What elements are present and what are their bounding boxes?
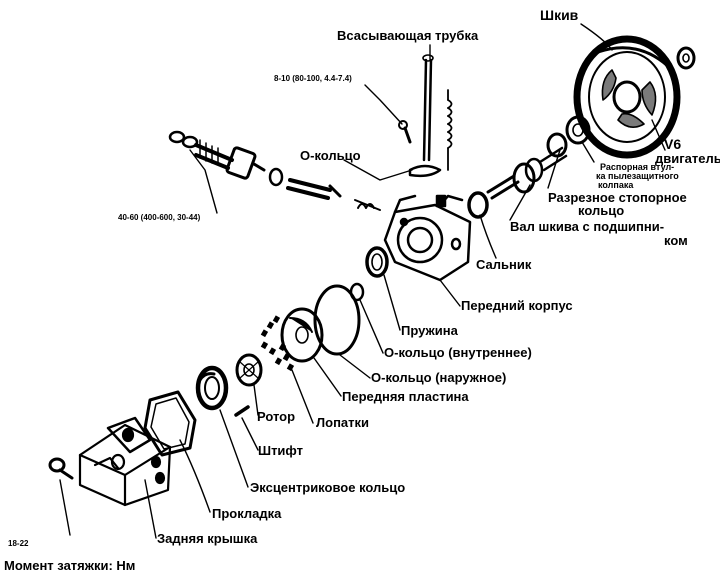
label-oil-seal: Сальник: [476, 257, 532, 272]
label-torque-units: Момент затяжки: Нм: [4, 558, 136, 573]
label-rear-cover: Задняя крышка: [157, 531, 258, 546]
spacer-part: [565, 115, 591, 145]
label-cam-ring: Эксцентриковое кольцо: [250, 480, 406, 495]
label-pin: Штифт: [258, 443, 303, 458]
tube-spring-part: [447, 89, 453, 171]
label-torque-left: 40-60 (400-600, 30-44): [118, 213, 201, 222]
relief-valve-part: [286, 178, 381, 211]
label-gasket: Прокладка: [212, 506, 282, 521]
label-pulley: Шкив: [540, 7, 579, 23]
label-o-ring-outer: О-кольцо (наружное): [371, 370, 507, 385]
label-torque-top: 8-10 (80-100, 4.4-7.4): [274, 74, 352, 83]
spring-part: [365, 246, 389, 278]
o-ring-outer-part: [313, 284, 361, 356]
suction-tube-part: [408, 54, 442, 178]
label-o-ring-inner: О-кольцо (внутреннее): [384, 345, 532, 360]
label-suction-tube: Всасывающая трубка: [337, 28, 479, 43]
label-v6-line1: V6: [664, 136, 682, 152]
small-bolt-part: [398, 120, 412, 144]
front-housing-part: [383, 194, 472, 282]
label-front-housing: Передний корпус: [461, 298, 573, 313]
label-vanes: Лопатки: [316, 415, 370, 430]
label-spring: Пружина: [401, 323, 458, 338]
pulley-part: [573, 35, 681, 159]
pulley-nut-part: [676, 46, 696, 70]
rear-cover-part: [78, 416, 172, 507]
vanes-part: [260, 315, 295, 372]
rear-bolt-part: [48, 457, 74, 480]
label-torque-bottom: 18-22: [8, 539, 29, 548]
pin-part: [234, 405, 250, 417]
label-shaft-line2: ком: [664, 233, 688, 248]
label-v6-line2: двигатель: [655, 151, 720, 166]
label-o-ring-top: О-кольцо: [300, 148, 361, 163]
label-snap-ring-line1: Разрезное стопорное: [548, 190, 687, 205]
label-spacer-line2: ка пылезащитного: [596, 171, 679, 181]
label-spacer-line3: колпака: [598, 180, 634, 190]
leader-lines: [59, 23, 666, 539]
label-rotor: Ротор: [257, 409, 296, 424]
gasket-part: [143, 390, 197, 457]
label-snap-ring-line2: кольцо: [578, 203, 625, 218]
oil-seal-part: [467, 191, 489, 219]
label-front-plate: Передняя пластина: [342, 389, 469, 404]
union-fitting-part: [168, 130, 284, 187]
rotor-part: [235, 353, 263, 387]
snap-ring-part: [546, 132, 568, 158]
cam-ring-part: [195, 365, 229, 411]
front-plate-part: [280, 307, 324, 363]
label-shaft-line1: Вал шкива с подшипни-: [510, 219, 665, 234]
shaft-part: [486, 146, 568, 200]
label-spacer-line1: Распорная втул-: [600, 162, 675, 172]
